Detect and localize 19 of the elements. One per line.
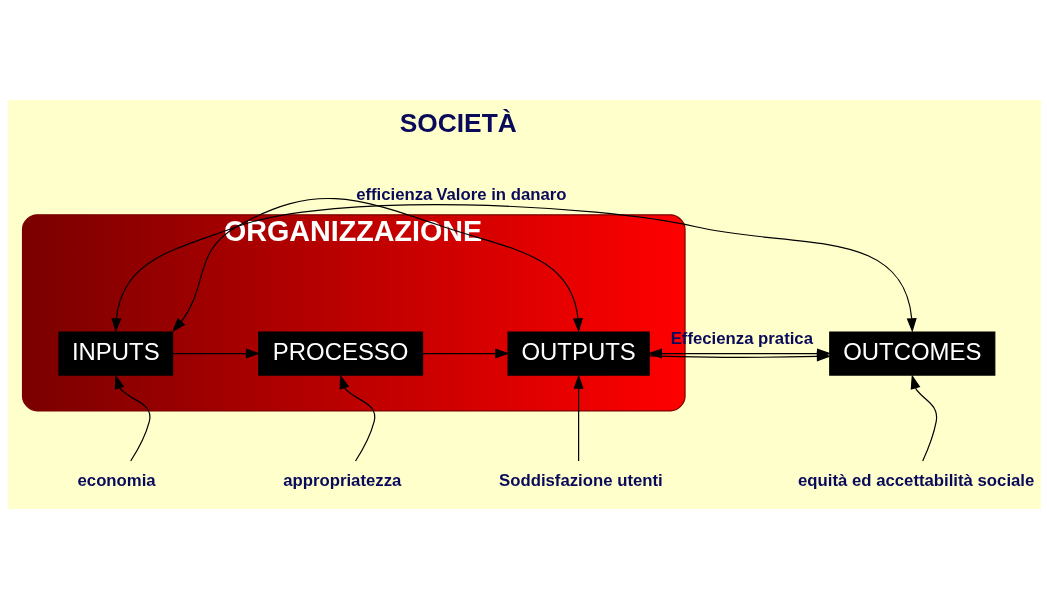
node-text: equità ed accettabilità sociale	[798, 470, 1035, 490]
arrow	[339, 374, 376, 462]
edge-label: efficienza	[356, 184, 433, 203]
node-text: appropriatezza	[283, 470, 402, 490]
arrow	[111, 203, 917, 333]
node-box: PROCESSO	[258, 330, 424, 376]
arrow	[114, 374, 151, 462]
arrow	[573, 373, 584, 462]
node-box: OUTPUTS	[507, 330, 650, 376]
arrow	[910, 374, 938, 462]
node-box: OUTCOMES	[829, 330, 996, 376]
node-box: INPUTS	[58, 330, 174, 376]
edge-label: Valore in danaro	[436, 184, 567, 203]
node-text: Soddisfazione utenti	[499, 470, 663, 490]
label: SOCIETÀ	[399, 107, 517, 138]
arrow	[422, 348, 510, 359]
arrow	[172, 197, 583, 333]
node-text: economia	[77, 470, 156, 490]
arrow	[172, 348, 261, 359]
